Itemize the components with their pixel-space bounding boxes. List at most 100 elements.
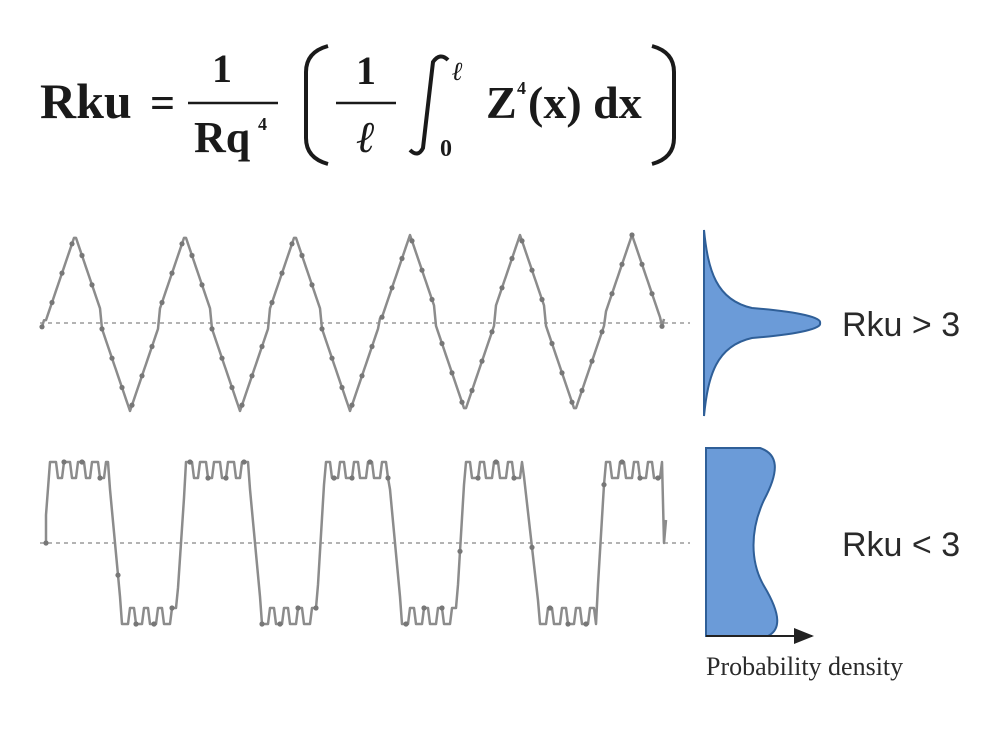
trace-marker [115, 572, 121, 578]
trace-marker [421, 605, 427, 611]
trace-marker [619, 459, 625, 465]
trace-marker [129, 402, 135, 408]
integral-lower-limit: 0 [440, 136, 452, 162]
trace-marker [229, 384, 235, 391]
trace-marker [241, 459, 247, 465]
trace-marker [299, 252, 305, 259]
trace-marker [389, 285, 395, 291]
trace-marker [639, 261, 645, 267]
trace-marker [409, 238, 415, 244]
fraction-1-denominator: Rq [194, 113, 251, 162]
integral-upper-limit: ℓ [452, 57, 463, 86]
trace-marker [547, 605, 553, 611]
trace-marker [559, 370, 565, 376]
trace-marker [339, 384, 345, 391]
trace-marker [309, 282, 315, 288]
trace-marker [439, 605, 445, 611]
trace-marker [59, 270, 65, 276]
trace-marker [133, 621, 139, 627]
trace-marker [385, 475, 391, 481]
trace-marker [489, 329, 495, 335]
trace-marker [599, 329, 605, 335]
trace-marker [511, 475, 517, 481]
trace-marker [349, 402, 355, 408]
bottom-case-label: Rku < 3 [842, 526, 960, 564]
trace-marker [249, 373, 255, 379]
trace-marker [539, 296, 545, 303]
trace-marker [459, 399, 465, 405]
trace-marker [79, 459, 85, 465]
trace-marker [331, 475, 337, 481]
trace-marker [569, 399, 575, 405]
trace-marker [369, 343, 375, 350]
trace-marker [97, 475, 103, 481]
trace-marker [589, 358, 595, 364]
trace-marker [519, 238, 525, 244]
bottom-surface-trace [44, 460, 668, 626]
trace-marker [209, 326, 215, 332]
trace-marker [259, 343, 265, 350]
formula-lhs: Rku [40, 73, 132, 129]
trace-marker [239, 402, 245, 408]
trace-marker [399, 255, 405, 262]
top-case-label: Rku > 3 [842, 306, 960, 344]
rku-formula: Rku = 1 Rq 4 1 ℓ ℓ 0 Z 4 (x) dx [40, 44, 676, 166]
trace-marker [649, 291, 655, 297]
platykurtic-profile [40, 459, 690, 627]
trace-marker [149, 343, 155, 350]
trace-marker [637, 475, 643, 481]
trace-marker [289, 241, 295, 247]
trace-marker [469, 387, 475, 394]
trace-marker [179, 241, 185, 247]
trace-marker [159, 299, 165, 306]
trace-marker [509, 255, 515, 262]
bottom-probability-density [705, 447, 779, 637]
trace-marker [319, 326, 325, 332]
trace-marker [259, 621, 265, 627]
trace-marker [119, 384, 125, 391]
trace-marker [169, 270, 175, 276]
top-probability-density [703, 229, 822, 417]
trace-marker [583, 621, 589, 627]
trace-marker [565, 621, 571, 627]
trace-marker [549, 340, 555, 347]
trace-marker [199, 282, 205, 288]
trace-marker [457, 548, 463, 554]
trace-marker [69, 241, 75, 247]
trace-marker [609, 291, 615, 297]
trace-marker [219, 355, 225, 361]
trace-marker [629, 232, 635, 238]
trace-marker [579, 387, 585, 394]
trace-marker [479, 358, 485, 364]
density-axis-label: Probability density [706, 652, 903, 681]
trace-marker [439, 340, 445, 347]
right-bracket [651, 44, 676, 166]
fraction-1-exponent: 4 [258, 114, 267, 134]
trace-marker [655, 475, 661, 481]
trace-marker [89, 282, 95, 288]
integrand-exponent: 4 [517, 78, 526, 98]
trace-marker [99, 326, 105, 332]
leptokurtic-profile [39, 232, 690, 413]
trace-marker [601, 482, 607, 488]
trace-marker [277, 621, 283, 627]
integrand-tail: (x) dx [528, 77, 642, 128]
formula-equals: = [150, 79, 175, 128]
trace-marker [379, 314, 385, 320]
trace-marker [493, 459, 499, 465]
trace-marker [151, 621, 157, 627]
trace-marker [529, 267, 535, 273]
bottom-trace-markers [43, 459, 661, 627]
trace-marker [187, 459, 193, 465]
trace-marker [449, 370, 455, 376]
trace-marker [329, 355, 335, 361]
trace-marker [349, 475, 355, 481]
trace-marker [205, 475, 211, 481]
top-surface-trace [40, 233, 666, 413]
trace-marker [269, 299, 275, 306]
trace-marker [39, 324, 45, 330]
trace-marker [189, 252, 195, 259]
trace-marker [79, 252, 85, 259]
trace-marker [419, 267, 425, 273]
